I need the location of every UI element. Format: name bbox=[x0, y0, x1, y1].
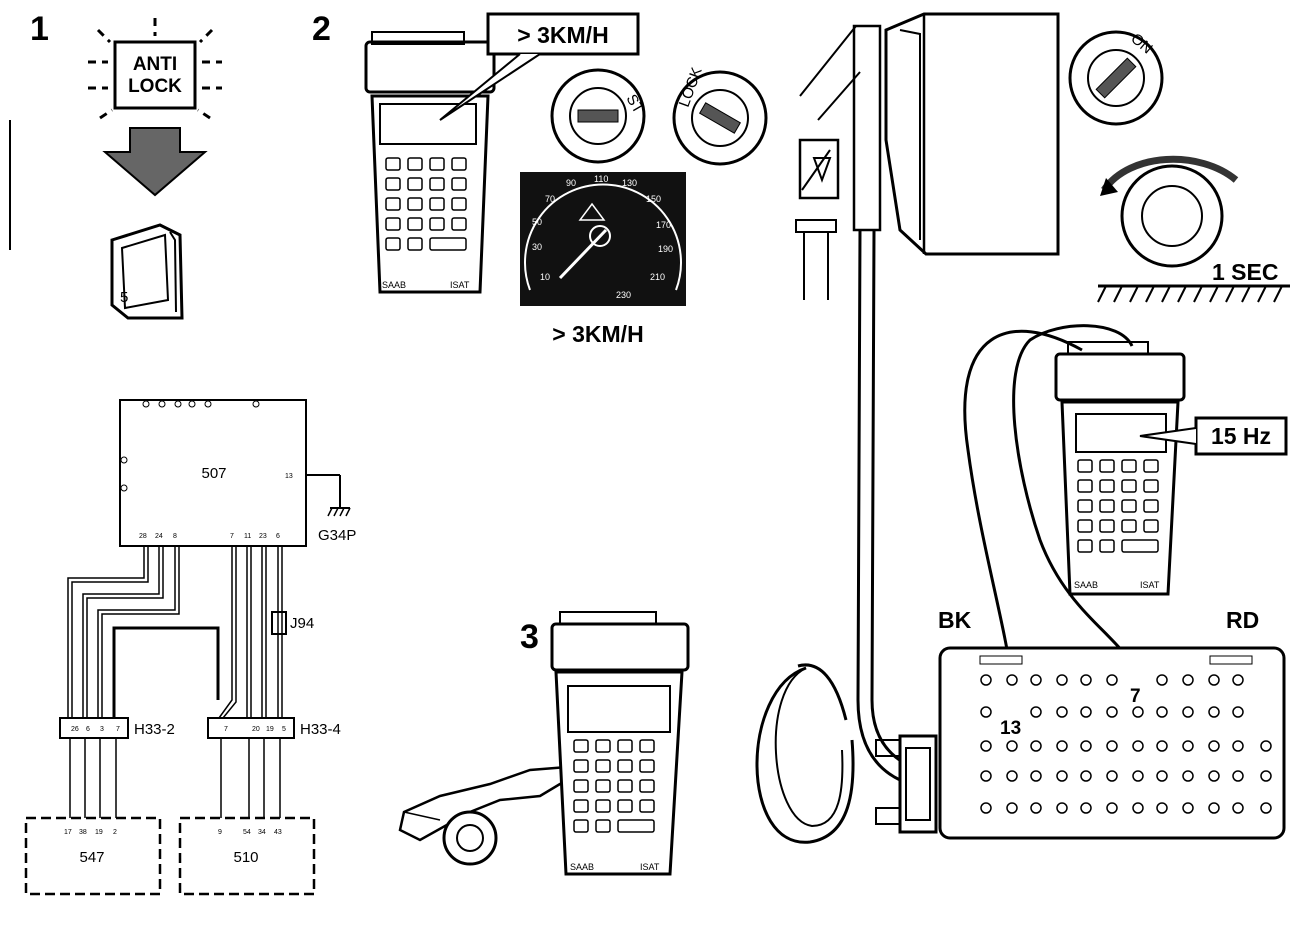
ground-symbol-icon bbox=[327, 507, 351, 517]
speedo-scale-230: 230 bbox=[616, 290, 631, 300]
breakout-pin-7-label: 7 bbox=[1130, 686, 1141, 707]
breakout-pin-13-label: 13 bbox=[1000, 718, 1021, 739]
step-3-number: 3 bbox=[520, 618, 539, 656]
step-1-number: 1 bbox=[30, 10, 49, 48]
connector-h33-2 bbox=[59, 717, 129, 739]
speedo-scale-50: 50 bbox=[532, 217, 542, 227]
h33-2-pin-6: 6 bbox=[86, 726, 90, 733]
unit-510-pin-54: 54 bbox=[243, 829, 251, 836]
black-lead-label: BK bbox=[938, 607, 972, 633]
ecu-pin-6: 6 bbox=[276, 533, 280, 540]
breakout-box: 13 7 bbox=[938, 646, 1286, 840]
tester-3-model-label: ISAT bbox=[640, 862, 660, 872]
anti-lock-warning-lamp: ANTI LOCK bbox=[88, 18, 222, 120]
unit-547-box bbox=[24, 816, 162, 896]
junction-j94-label: J94 bbox=[290, 615, 314, 632]
speedo-scale-70: 70 bbox=[545, 194, 555, 204]
test-cable bbox=[755, 229, 938, 844]
speedometer-speed-text: > 3KM/H bbox=[552, 321, 643, 347]
h33-4-pin-5: 5 bbox=[282, 726, 286, 733]
speedo-scale-210: 210 bbox=[650, 272, 665, 282]
ground-hatch bbox=[1097, 284, 1290, 303]
unit-510-label: 510 bbox=[233, 849, 258, 866]
control-unit-507-label: 507 bbox=[201, 465, 226, 482]
unit-547-label: 547 bbox=[79, 849, 104, 866]
control-unit-507-box bbox=[119, 399, 307, 547]
h33-4-pin-19: 19 bbox=[266, 726, 274, 733]
unit-547-pin-2: 2 bbox=[113, 829, 117, 836]
tester-speed-text: > 3KM/H bbox=[517, 22, 608, 48]
speedo-scale-150: 150 bbox=[646, 194, 661, 204]
ecu-pin-7: 7 bbox=[230, 533, 234, 540]
frequency-text: 15 Hz bbox=[1211, 423, 1271, 449]
h33-2-pin-3: 3 bbox=[100, 726, 104, 733]
h33-4-pin-7: 7 bbox=[224, 726, 228, 733]
ignition-switch-lock: LOCK bbox=[672, 65, 768, 166]
anti-lock-lamp-line-1: ANTI bbox=[133, 54, 177, 75]
connector-h33-4 bbox=[207, 717, 295, 739]
ground-point-label: G34P bbox=[318, 527, 356, 544]
h33-2-pin-26: 26 bbox=[71, 726, 79, 733]
tester-model-label: ISAT bbox=[450, 280, 470, 290]
unit-547-pin-19: 19 bbox=[95, 829, 103, 836]
speedo-scale-110: 110 bbox=[594, 174, 608, 184]
tester-3-brand-label: SAAB bbox=[570, 862, 594, 872]
unit-510-pin-34: 34 bbox=[258, 829, 266, 836]
red-lead-label: RD bbox=[1226, 607, 1259, 633]
tester-4-brand-label: SAAB bbox=[1074, 580, 1098, 590]
ecu-pin-28: 28 bbox=[139, 533, 147, 540]
speedo-scale-90: 90 bbox=[566, 178, 576, 188]
ignition-switch-start: ST bbox=[550, 68, 647, 164]
anti-lock-lamp-line-2: LOCK bbox=[128, 76, 182, 97]
duration-text: 1 SEC bbox=[1212, 259, 1278, 285]
speedo-scale-130: 130 bbox=[622, 178, 637, 188]
tester-4-model-label: ISAT bbox=[1140, 580, 1160, 590]
abs-module-assembly bbox=[795, 12, 1060, 300]
ecu-pin-23: 23 bbox=[259, 533, 267, 540]
unit-510-pin-43: 43 bbox=[274, 829, 282, 836]
unit-510-pin-9: 9 bbox=[218, 829, 222, 836]
ecu-pin-11: 11 bbox=[244, 533, 251, 540]
speedo-scale-190: 190 bbox=[658, 244, 673, 254]
speedo-scale-170: 170 bbox=[656, 220, 671, 230]
h33-4-pin-20: 20 bbox=[252, 726, 260, 733]
connector-h33-2-label: H33-2 bbox=[134, 721, 175, 738]
unit-547-pin-17: 17 bbox=[64, 829, 72, 836]
speedo-needle bbox=[558, 228, 608, 280]
isat-tester-step-3: SAAB ISAT bbox=[550, 611, 690, 876]
speedo-scale-10: 10 bbox=[540, 272, 550, 282]
tester-brand-label: SAAB bbox=[382, 280, 406, 290]
frequency-callout: 15 Hz bbox=[1139, 416, 1288, 456]
wiring-diagram: 507 13 G34P 28 24 8 7 11 23 6 bbox=[24, 399, 356, 896]
ecu-pin-24: 24 bbox=[155, 533, 163, 540]
speedometer-gauge: 10 30 50 70 90 110 130 150 170 190 210 2… bbox=[520, 172, 686, 306]
isat-tester-measure: SAAB ISAT bbox=[1054, 341, 1186, 596]
down-arrow-icon bbox=[102, 127, 208, 197]
start-button-hold bbox=[1100, 155, 1239, 268]
connector-h33-4-label: H33-4 bbox=[300, 721, 341, 738]
service-manual-icon: 5 bbox=[110, 223, 184, 320]
warning-triangle-icon bbox=[578, 202, 606, 221]
ignition-switch-on: ON bbox=[1068, 30, 1164, 126]
h33-2-pin-7: 7 bbox=[116, 726, 120, 733]
ignition-lock-label: LOCK bbox=[676, 65, 706, 109]
junction-j94 bbox=[271, 611, 287, 635]
manual-page-number: 5 bbox=[120, 289, 128, 306]
unit-547-pin-38: 38 bbox=[79, 829, 87, 836]
ground-pin-label: 13 bbox=[285, 473, 293, 480]
speedo-scale-30: 30 bbox=[532, 242, 542, 252]
unit-510-box bbox=[178, 816, 316, 896]
ecu-pin-8: 8 bbox=[173, 533, 177, 540]
isat-tester-step-2: SAAB ISAT bbox=[364, 31, 496, 294]
step-2-number: 2 bbox=[312, 10, 331, 48]
tester-speed-callout: > 3KM/H bbox=[439, 12, 640, 121]
